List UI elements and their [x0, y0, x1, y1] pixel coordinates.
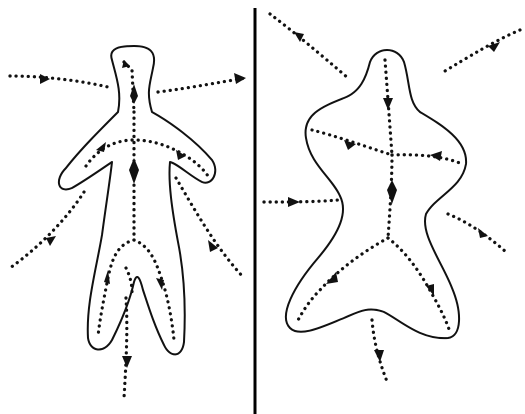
left-arrow-ext-bottom	[122, 356, 132, 368]
left-ext-lower-right	[176, 178, 244, 278]
left-ext-top-right	[158, 78, 246, 92]
left-ext-top-left	[10, 76, 112, 88]
right-arm-upper-right	[392, 155, 462, 164]
right-arrow-arm-right	[430, 151, 442, 161]
right-arrow-spine-top	[383, 98, 393, 110]
left-ext-lower-left	[10, 192, 84, 268]
right-leg-left-flow	[296, 238, 388, 324]
right-leg-right-flow	[388, 238, 450, 332]
left-arrow-trunk-upper	[130, 84, 138, 104]
right-ext-top-right	[440, 30, 520, 74]
right-arrow-ext-right	[478, 228, 488, 238]
right-arrow-leg-left	[326, 272, 338, 284]
left-arrow-ext-lowerleft	[46, 236, 56, 246]
left-inner-leg-flow	[126, 268, 132, 292]
left-arrow-leg-right	[156, 278, 164, 290]
right-arm-upper-left	[312, 130, 392, 155]
left-leg-right-flow	[134, 240, 174, 340]
left-arrow-shoulder-left	[96, 142, 106, 152]
right-arrow-ext-left	[288, 197, 300, 207]
right-ext-left	[264, 200, 338, 202]
right-arrow-spine-center	[387, 180, 397, 204]
right-ext-right	[448, 214, 506, 252]
right-panel	[264, 14, 520, 384]
left-head-flow	[124, 62, 134, 112]
left-arrow-trunk-center	[129, 158, 139, 184]
left-figure-outline	[59, 46, 215, 354]
right-figure-outline	[286, 50, 466, 338]
right-ext-top-left	[270, 14, 348, 78]
right-arrow-ext-bottom	[374, 350, 384, 362]
left-leg-left-flow	[98, 240, 134, 336]
left-arrow-ext-topright	[234, 73, 246, 84]
left-arrow-ext-topleft	[40, 74, 50, 84]
left-panel	[10, 46, 246, 398]
right-arrow-leg-right	[426, 284, 434, 296]
